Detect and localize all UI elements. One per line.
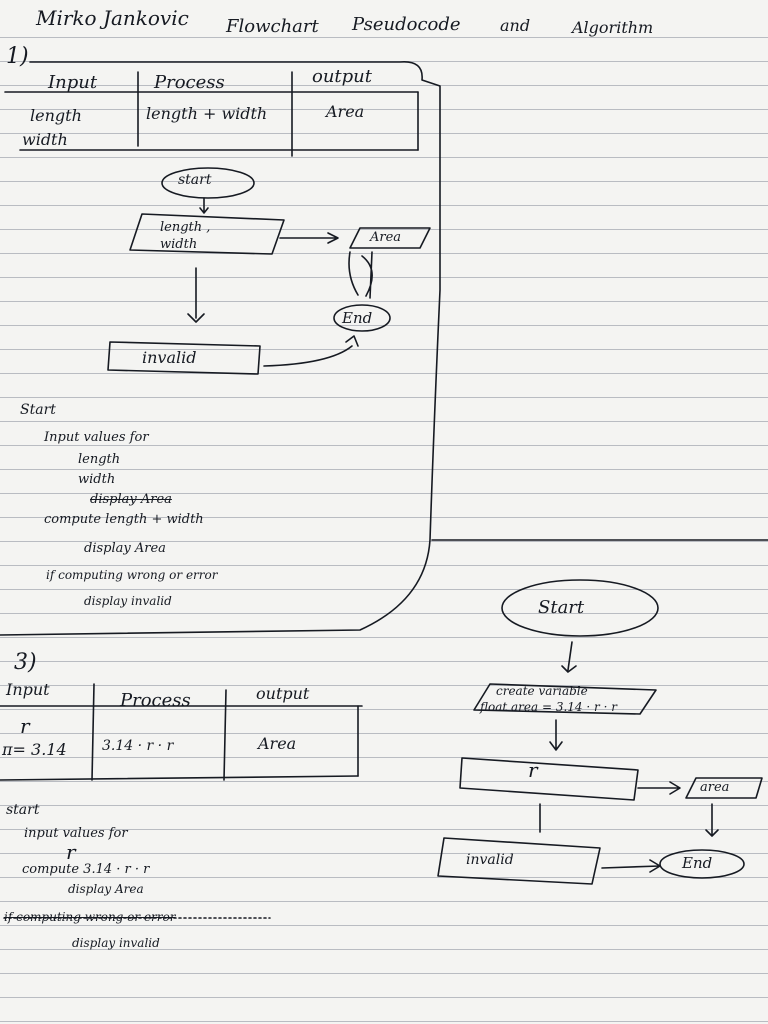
author-name: Mirko Jankovic (36, 6, 189, 30)
section3-number: 3) (14, 650, 37, 675)
table3-header-input: Input (6, 680, 50, 699)
flowchart3-start-oval (501, 579, 659, 637)
title-and: and (500, 16, 531, 35)
pseudo1-if: if computing wrong or error (46, 568, 218, 582)
flowchart3-input-parallelogram (459, 757, 639, 801)
flowchart3-end-oval (659, 849, 745, 879)
flowchart1-start-oval (161, 167, 255, 199)
flowchart3-end-label: End (682, 854, 713, 872)
pseudo3-start: start (6, 802, 40, 818)
table3-output-value: Area (258, 734, 297, 753)
table1-output-value: Area (326, 102, 365, 121)
title-pseudocode: Pseudocode (352, 14, 461, 35)
pseudo1-compute: compute length + width (44, 512, 204, 527)
flowchart1-input-label-2: width (160, 237, 198, 252)
flowchart1-invalid-label: invalid (142, 348, 197, 367)
flowchart1-start-label: start (178, 172, 212, 188)
pseudo3-if: if computing wrong or error (4, 910, 176, 924)
pseudo1-struck-line: display Area (90, 492, 172, 507)
table1-header-input: Input (48, 72, 98, 93)
flowchart3-input-label: r (528, 758, 538, 782)
flowchart3-create-line1: create variable (496, 684, 588, 698)
flowchart1-input-label-1: length , (160, 220, 211, 235)
pseudo1-input: Input values for (44, 430, 149, 445)
table3-header-output: output (256, 684, 310, 703)
table3-header-process: Process (120, 690, 191, 711)
flowchart1-input-parallelogram (129, 213, 285, 255)
pseudo1-display-invalid: display invalid (84, 594, 172, 608)
title-flowchart: Flowchart (226, 16, 319, 37)
flowchart1-output-parallelogram (349, 227, 431, 249)
pseudo3-compute: compute 3.14 · r · r (22, 862, 150, 877)
pseudo1-start: Start (20, 402, 56, 418)
pseudo1-length: length (78, 452, 121, 467)
flowchart3-create-parallelogram (473, 683, 657, 715)
flowchart1-end-label: End (342, 309, 373, 327)
title-algorithm: Algorithm (572, 18, 654, 37)
table1-process-value: length + width (146, 104, 268, 123)
flowchart3-invalid-label: invalid (466, 852, 514, 868)
flowchart1-output-label: Area (370, 230, 402, 245)
table1-input-length: length (30, 106, 82, 125)
table3-input-pi: π= 3.14 (2, 740, 67, 759)
section3-table-lines (0, 683, 363, 781)
table1-header-output: output (312, 66, 373, 87)
table3-input-r: r (20, 714, 30, 738)
section1-border (0, 61, 441, 636)
flowchart3-start-label: Start (538, 597, 585, 618)
section1-number: 1) (6, 44, 29, 69)
table1-input-width: width (22, 130, 68, 149)
pseudo3-display: display Area (68, 882, 144, 896)
pseudo1-width: width (78, 472, 116, 487)
table3-process-value: 3.14 · r · r (102, 738, 174, 754)
section1-table-lines (4, 71, 419, 157)
pseudo3-r: r (66, 840, 76, 864)
flowchart3-output-parallelogram (685, 777, 763, 799)
flowchart1-invalid-box (107, 341, 261, 375)
pseudo3-input: input values for (24, 826, 128, 841)
pseudo1-display: display Area (84, 541, 166, 556)
flowchart3-create-line2: float area = 3.14 · r · r (480, 700, 617, 714)
flowchart3-invalid-box (437, 837, 601, 885)
table1-header-process: Process (154, 72, 225, 93)
flowchart1-end-oval (333, 304, 391, 332)
pseudo3-display-invalid: display invalid (72, 936, 160, 950)
flowchart3-output-label: area (700, 780, 730, 795)
